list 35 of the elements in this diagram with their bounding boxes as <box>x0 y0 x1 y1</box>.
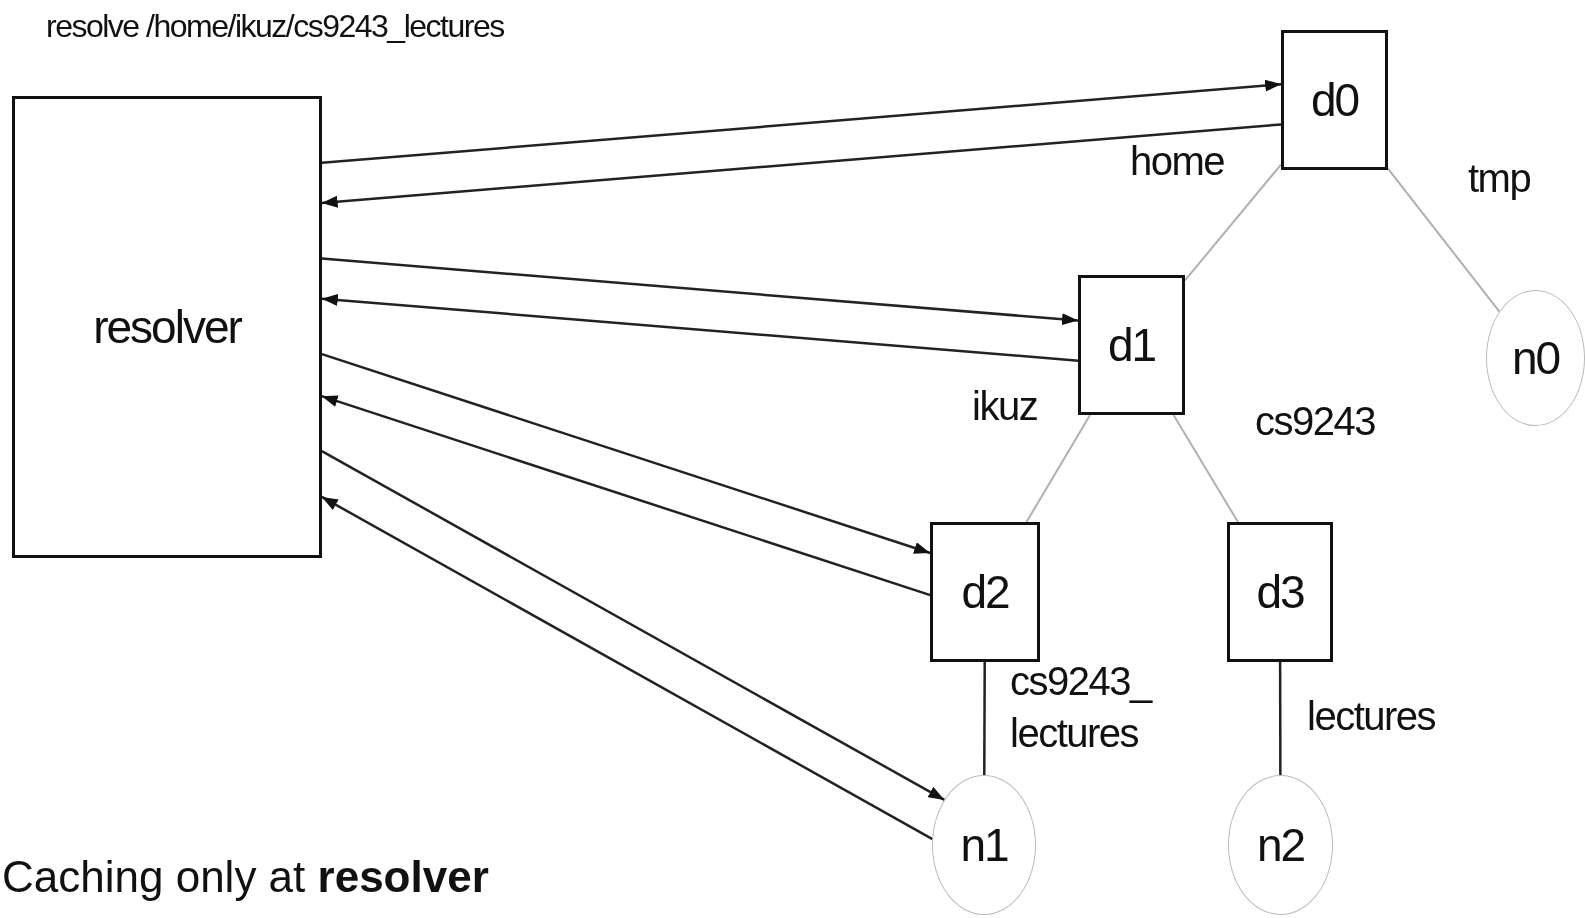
arrow <box>321 394 931 597</box>
node-label: d1 <box>1107 318 1156 372</box>
node-label: resolver <box>93 300 241 354</box>
node-box <box>930 522 1040 662</box>
edge-label: ikuz <box>972 383 1039 430</box>
edge-label: cs9243_ lectures <box>1010 658 1154 757</box>
edge-label: home <box>1130 138 1226 185</box>
caption: Caching only at resolver <box>2 851 489 903</box>
arrow <box>321 495 934 841</box>
tree-line <box>1172 413 1239 524</box>
node-label: d0 <box>1310 73 1359 127</box>
node-label: n1 <box>960 818 1008 872</box>
node-label: n2 <box>1256 818 1305 872</box>
node-label: n0 <box>1511 331 1560 385</box>
node-box <box>1227 522 1333 662</box>
tree-line <box>1386 167 1501 313</box>
edge-label: cs9243 <box>1255 398 1376 445</box>
tree-line <box>983 661 986 776</box>
arrow <box>321 257 1079 326</box>
node-box <box>1281 30 1388 170</box>
edge-label: lectures <box>1307 693 1437 740</box>
arrow <box>321 352 931 555</box>
arrow <box>321 450 945 801</box>
node-label: d2 <box>961 565 1009 619</box>
tree-line <box>1184 163 1282 282</box>
edge-label: tmp <box>1468 155 1532 202</box>
node-box <box>1078 275 1185 415</box>
node-label: d3 <box>1256 565 1304 619</box>
arrow <box>321 123 1282 208</box>
tree-line <box>1278 661 1282 776</box>
arrow <box>321 79 1282 165</box>
arrow <box>321 293 1079 362</box>
title: resolve /home/ikuz/cs9243_lectures <box>46 7 504 46</box>
tree-line <box>1025 413 1092 524</box>
node-box <box>12 96 322 558</box>
